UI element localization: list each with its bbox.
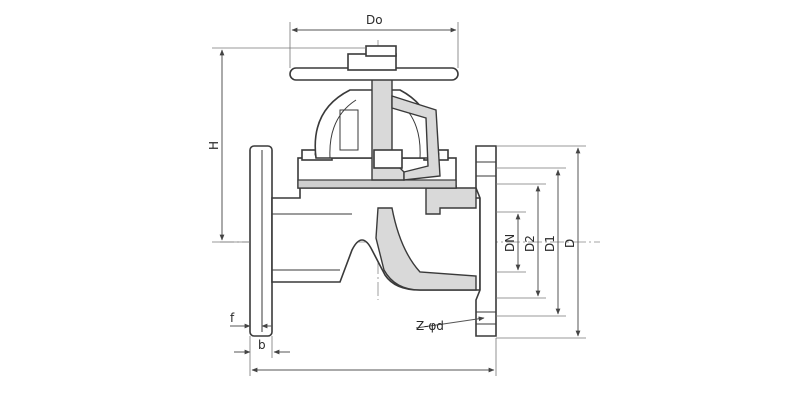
z-phi-d-leader xyxy=(415,316,485,329)
label-d: D xyxy=(563,239,577,248)
diaphragm-lining xyxy=(375,207,477,291)
diaphragm-layer xyxy=(297,179,457,189)
label-d1: D1 xyxy=(543,235,557,252)
stem-nut xyxy=(365,45,397,57)
bonnet-section xyxy=(391,95,441,181)
label-h: H xyxy=(207,141,221,150)
right-flange xyxy=(475,145,497,337)
label-b: b xyxy=(258,338,266,352)
label-d2: D2 xyxy=(523,235,537,252)
label-z-phi-d: Z-φd xyxy=(416,319,444,333)
yoke-rib-left xyxy=(329,99,357,159)
left-flange xyxy=(249,145,273,337)
right-upper-lining xyxy=(425,187,477,215)
label-dn: DN xyxy=(503,234,517,252)
label-do: Do xyxy=(366,13,383,27)
bonnet-window xyxy=(339,109,359,151)
compressor xyxy=(373,149,403,169)
label-f: f xyxy=(230,311,235,325)
